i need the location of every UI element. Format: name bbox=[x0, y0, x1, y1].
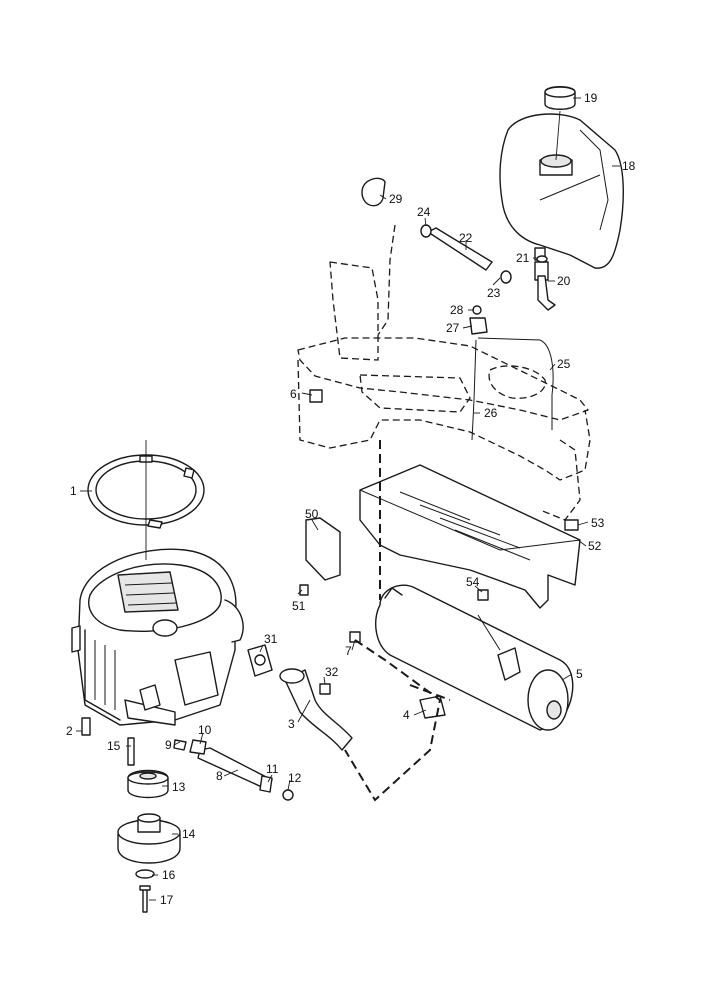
callout-54: 54 bbox=[466, 575, 480, 589]
callout-19: 19 bbox=[584, 91, 598, 105]
callout-29: 29 bbox=[389, 192, 403, 206]
callout-50: 50 bbox=[305, 507, 319, 521]
engine-block bbox=[71, 548, 244, 726]
route-lines bbox=[344, 440, 451, 802]
callout-22: 22 bbox=[459, 231, 473, 245]
callout-21: 21 bbox=[516, 251, 530, 265]
callout-31: 31 bbox=[264, 632, 278, 646]
callout-15: 15 bbox=[107, 739, 121, 753]
muffler bbox=[374, 584, 574, 731]
callout-10: 10 bbox=[198, 723, 212, 737]
callout-53: 53 bbox=[591, 516, 605, 530]
callout-51: 51 bbox=[292, 599, 306, 613]
hose-clamp bbox=[361, 177, 386, 207]
callout-14: 14 bbox=[182, 827, 196, 841]
callout-12: 12 bbox=[288, 771, 302, 785]
callout-32: 32 bbox=[325, 665, 339, 679]
callout-17: 17 bbox=[160, 893, 174, 907]
pulley-stack bbox=[117, 737, 181, 913]
exhaust-pipe bbox=[279, 668, 353, 751]
callout-7: 7 bbox=[345, 644, 352, 658]
fuel-valve bbox=[469, 255, 556, 335]
callout-26: 26 bbox=[484, 406, 498, 420]
callout-4: 4 bbox=[403, 708, 410, 722]
callout-16: 16 bbox=[162, 868, 176, 882]
fuel-cap bbox=[544, 86, 576, 110]
callout-13: 13 bbox=[172, 780, 186, 794]
callout-25: 25 bbox=[557, 357, 571, 371]
callout-6: 6 bbox=[290, 387, 297, 401]
callout-11: 11 bbox=[266, 762, 279, 776]
callout-20: 20 bbox=[557, 274, 571, 288]
exhaust-gasket bbox=[247, 644, 273, 677]
callout-27: 27 bbox=[446, 321, 460, 335]
fuel-lines bbox=[420, 224, 554, 441]
leader-lines bbox=[76, 97, 620, 901]
callout-23: 23 bbox=[487, 286, 501, 300]
callout-3: 3 bbox=[288, 717, 295, 731]
shield-bracket bbox=[305, 517, 341, 581]
callout-9: 9 bbox=[165, 738, 172, 752]
callout-24: 24 bbox=[417, 205, 431, 219]
callout-labels: 1 2 3 4 5 6 7 8 9 10 11 12 13 14 15 16 1… bbox=[66, 91, 636, 907]
callout-2: 2 bbox=[66, 724, 73, 738]
callout-52: 52 bbox=[588, 539, 602, 553]
chassis-frame bbox=[297, 224, 591, 521]
callout-18: 18 bbox=[622, 159, 636, 173]
callout-28: 28 bbox=[450, 303, 464, 317]
fasteners bbox=[81, 389, 579, 736]
callout-1: 1 bbox=[70, 484, 77, 498]
callout-8: 8 bbox=[216, 769, 223, 783]
callout-5: 5 bbox=[576, 667, 583, 681]
fuel-tank bbox=[499, 113, 624, 269]
